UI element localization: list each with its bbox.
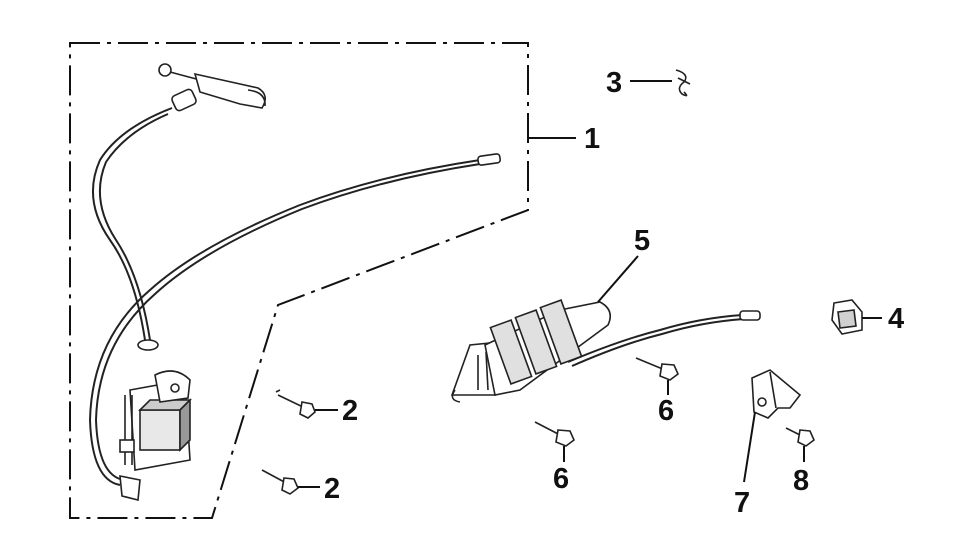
assembly-boundary-line (69, 42, 529, 519)
callout-5: 5 (634, 225, 650, 257)
high-tension-lead (91, 107, 173, 341)
coil-body (119, 370, 192, 471)
bolt-lower (261, 469, 299, 495)
callout-6-right: 6 (658, 395, 674, 427)
callout-2-lower: 2 (324, 473, 340, 505)
callout-4: 4 (888, 303, 904, 335)
spark-plug-cap (158, 63, 266, 112)
ground-wire (88, 159, 481, 486)
mounting-bracket (751, 369, 802, 419)
callout-3: 3 (606, 67, 622, 99)
wire-clip (675, 69, 691, 97)
leader-line-5 (597, 255, 639, 303)
charge-coil (450, 299, 761, 403)
callout-8: 8 (793, 465, 809, 497)
terminal-cover (831, 299, 863, 335)
callout-7: 7 (734, 487, 750, 519)
callout-1: 1 (584, 123, 600, 155)
bracket-bolt (785, 427, 815, 447)
charge-coil-lead (567, 314, 743, 363)
bolt-upper (275, 389, 316, 419)
coil-bolt-left (534, 421, 575, 447)
leader-line-7 (743, 411, 756, 483)
coil-bolt-right (635, 357, 679, 381)
ignition-coil-assembly (88, 63, 502, 502)
callout-2-upper: 2 (342, 395, 358, 427)
callout-6-left: 6 (553, 463, 569, 495)
